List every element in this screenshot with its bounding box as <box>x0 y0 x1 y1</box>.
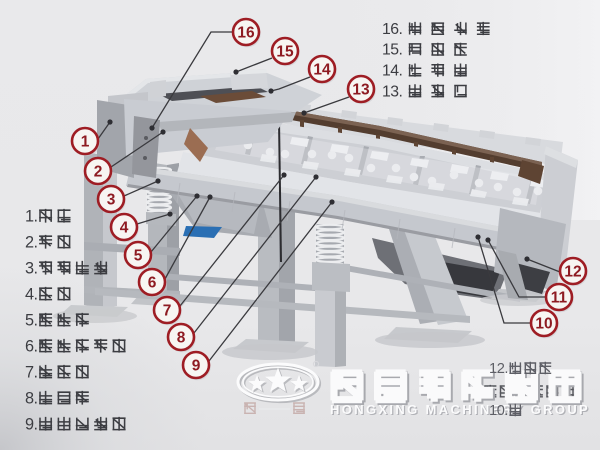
svg-text:.: . <box>399 42 403 59</box>
svg-text:2: 2 <box>497 361 505 377</box>
svg-text:1: 1 <box>382 83 391 100</box>
svg-text:5: 5 <box>25 311 34 329</box>
svg-text:9: 9 <box>25 415 34 433</box>
svg-text:3: 3 <box>25 259 34 277</box>
svg-text:1: 1 <box>489 403 497 419</box>
svg-text:16: 16 <box>237 25 255 42</box>
svg-text:.: . <box>34 233 39 251</box>
svg-text:3: 3 <box>107 192 116 209</box>
svg-text:15: 15 <box>276 44 294 61</box>
svg-text:12: 12 <box>564 264 581 281</box>
svg-text:.: . <box>34 311 39 329</box>
svg-text:.: . <box>34 389 39 407</box>
svg-text:4: 4 <box>25 285 34 303</box>
svg-text:.: . <box>504 403 508 419</box>
svg-text:1: 1 <box>25 207 34 225</box>
svg-text:.: . <box>34 337 39 355</box>
svg-text:9: 9 <box>192 358 201 375</box>
svg-text:1: 1 <box>489 361 497 377</box>
svg-text:1: 1 <box>382 42 391 59</box>
svg-text:2: 2 <box>25 233 34 251</box>
svg-text:.: . <box>34 415 39 433</box>
svg-text:2: 2 <box>94 164 103 181</box>
svg-text:8: 8 <box>177 330 186 347</box>
svg-text:14: 14 <box>313 62 331 79</box>
svg-text:1: 1 <box>81 134 90 151</box>
svg-text:.: . <box>399 63 403 80</box>
svg-text:1: 1 <box>382 21 391 38</box>
svg-text:.: . <box>34 259 39 277</box>
svg-text:6: 6 <box>25 337 34 355</box>
svg-text:6: 6 <box>148 275 157 292</box>
svg-text:HONGXING MACHINERY GROUP: HONGXING MACHINERY GROUP <box>330 402 590 417</box>
svg-text:0: 0 <box>497 403 505 419</box>
svg-text:10: 10 <box>535 316 552 333</box>
svg-text:7: 7 <box>163 303 172 320</box>
svg-text:1: 1 <box>382 63 391 80</box>
svg-text:.: . <box>504 361 508 377</box>
svg-text:.: . <box>34 285 39 303</box>
svg-text:.: . <box>34 363 39 381</box>
svg-text:HONGXING MACHINERY GROUP: HONGXING MACHINERY GROUP <box>331 403 591 418</box>
svg-text:4: 4 <box>120 220 129 237</box>
svg-text:.: . <box>34 207 39 225</box>
svg-text:3: 3 <box>390 83 399 100</box>
svg-text:7: 7 <box>25 363 34 381</box>
svg-text:6: 6 <box>390 21 399 38</box>
svg-text:13: 13 <box>352 82 370 99</box>
svg-text:4: 4 <box>390 63 399 80</box>
svg-text:.: . <box>399 83 403 100</box>
svg-text:5: 5 <box>134 248 143 265</box>
svg-text:.: . <box>399 21 403 38</box>
svg-text:5: 5 <box>390 42 399 59</box>
svg-text:8: 8 <box>25 389 34 407</box>
svg-text:11: 11 <box>551 290 568 307</box>
